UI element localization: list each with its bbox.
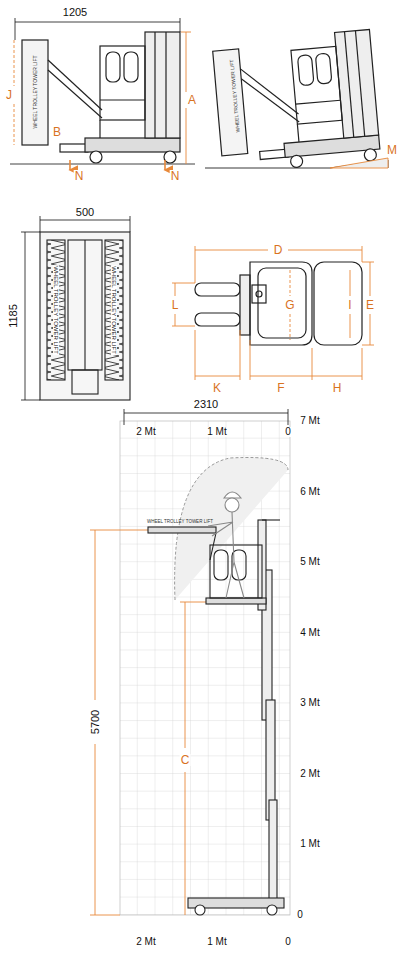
dimension-letter: G bbox=[284, 299, 295, 311]
dimension-letter: I bbox=[347, 299, 352, 311]
mast-lettering: WHEEL TROLLEY TOWER LIFT bbox=[111, 265, 117, 355]
dimension-letter: A bbox=[187, 94, 197, 106]
dimension-value: 500 bbox=[75, 207, 95, 218]
dimension-value: 1 Mt bbox=[299, 839, 320, 849]
dimension-value: 2310 bbox=[193, 399, 219, 410]
dimension-letter: L bbox=[171, 299, 180, 311]
mast-lettering: WHEEL TROLLEY TOWER LIFT bbox=[53, 265, 59, 355]
dimension-letter: J bbox=[5, 89, 13, 101]
dimension-value: 5700 bbox=[90, 709, 101, 735]
dimension-value: 2 Mt bbox=[299, 769, 320, 779]
dimension-value: 0 bbox=[284, 937, 292, 947]
dimension-value: 3 Mt bbox=[299, 698, 320, 708]
dimension-letter: M bbox=[386, 144, 398, 156]
dimension-value: 1185 bbox=[8, 303, 19, 329]
dimension-letter: F bbox=[276, 382, 285, 394]
dimension-value: 2 Mt bbox=[135, 427, 156, 437]
dimension-letter: H bbox=[332, 382, 343, 394]
dimension-letter: E bbox=[365, 299, 375, 311]
dimension-value: 4 Mt bbox=[299, 628, 320, 638]
dimension-value: 0 bbox=[284, 427, 292, 437]
dimension-value: 1 Mt bbox=[206, 427, 227, 437]
dimension-letter: N bbox=[74, 170, 85, 182]
dimension-letter: C bbox=[180, 754, 191, 766]
dimension-value: 0 bbox=[296, 910, 304, 920]
dimension-letter: K bbox=[212, 382, 222, 394]
dimension-value: 5 Mt bbox=[299, 557, 320, 567]
dimension-value: 1 Mt bbox=[206, 937, 227, 947]
dimension-letter: N bbox=[170, 170, 181, 182]
mast-lettering: WHEEL TROLLEY TOWER LIFT bbox=[147, 520, 213, 525]
mast-lettering: WHEEL TROLLEY TOWER LIFT bbox=[33, 55, 38, 128]
dimension-letter: D bbox=[273, 244, 284, 256]
dimension-value: 1205 bbox=[62, 7, 88, 18]
dimension-value: 6 Mt bbox=[299, 487, 320, 497]
dimension-value: 7 Mt bbox=[299, 416, 320, 426]
dimension-value: 2 Mt bbox=[135, 937, 156, 947]
dimension-letter: B bbox=[52, 126, 62, 138]
